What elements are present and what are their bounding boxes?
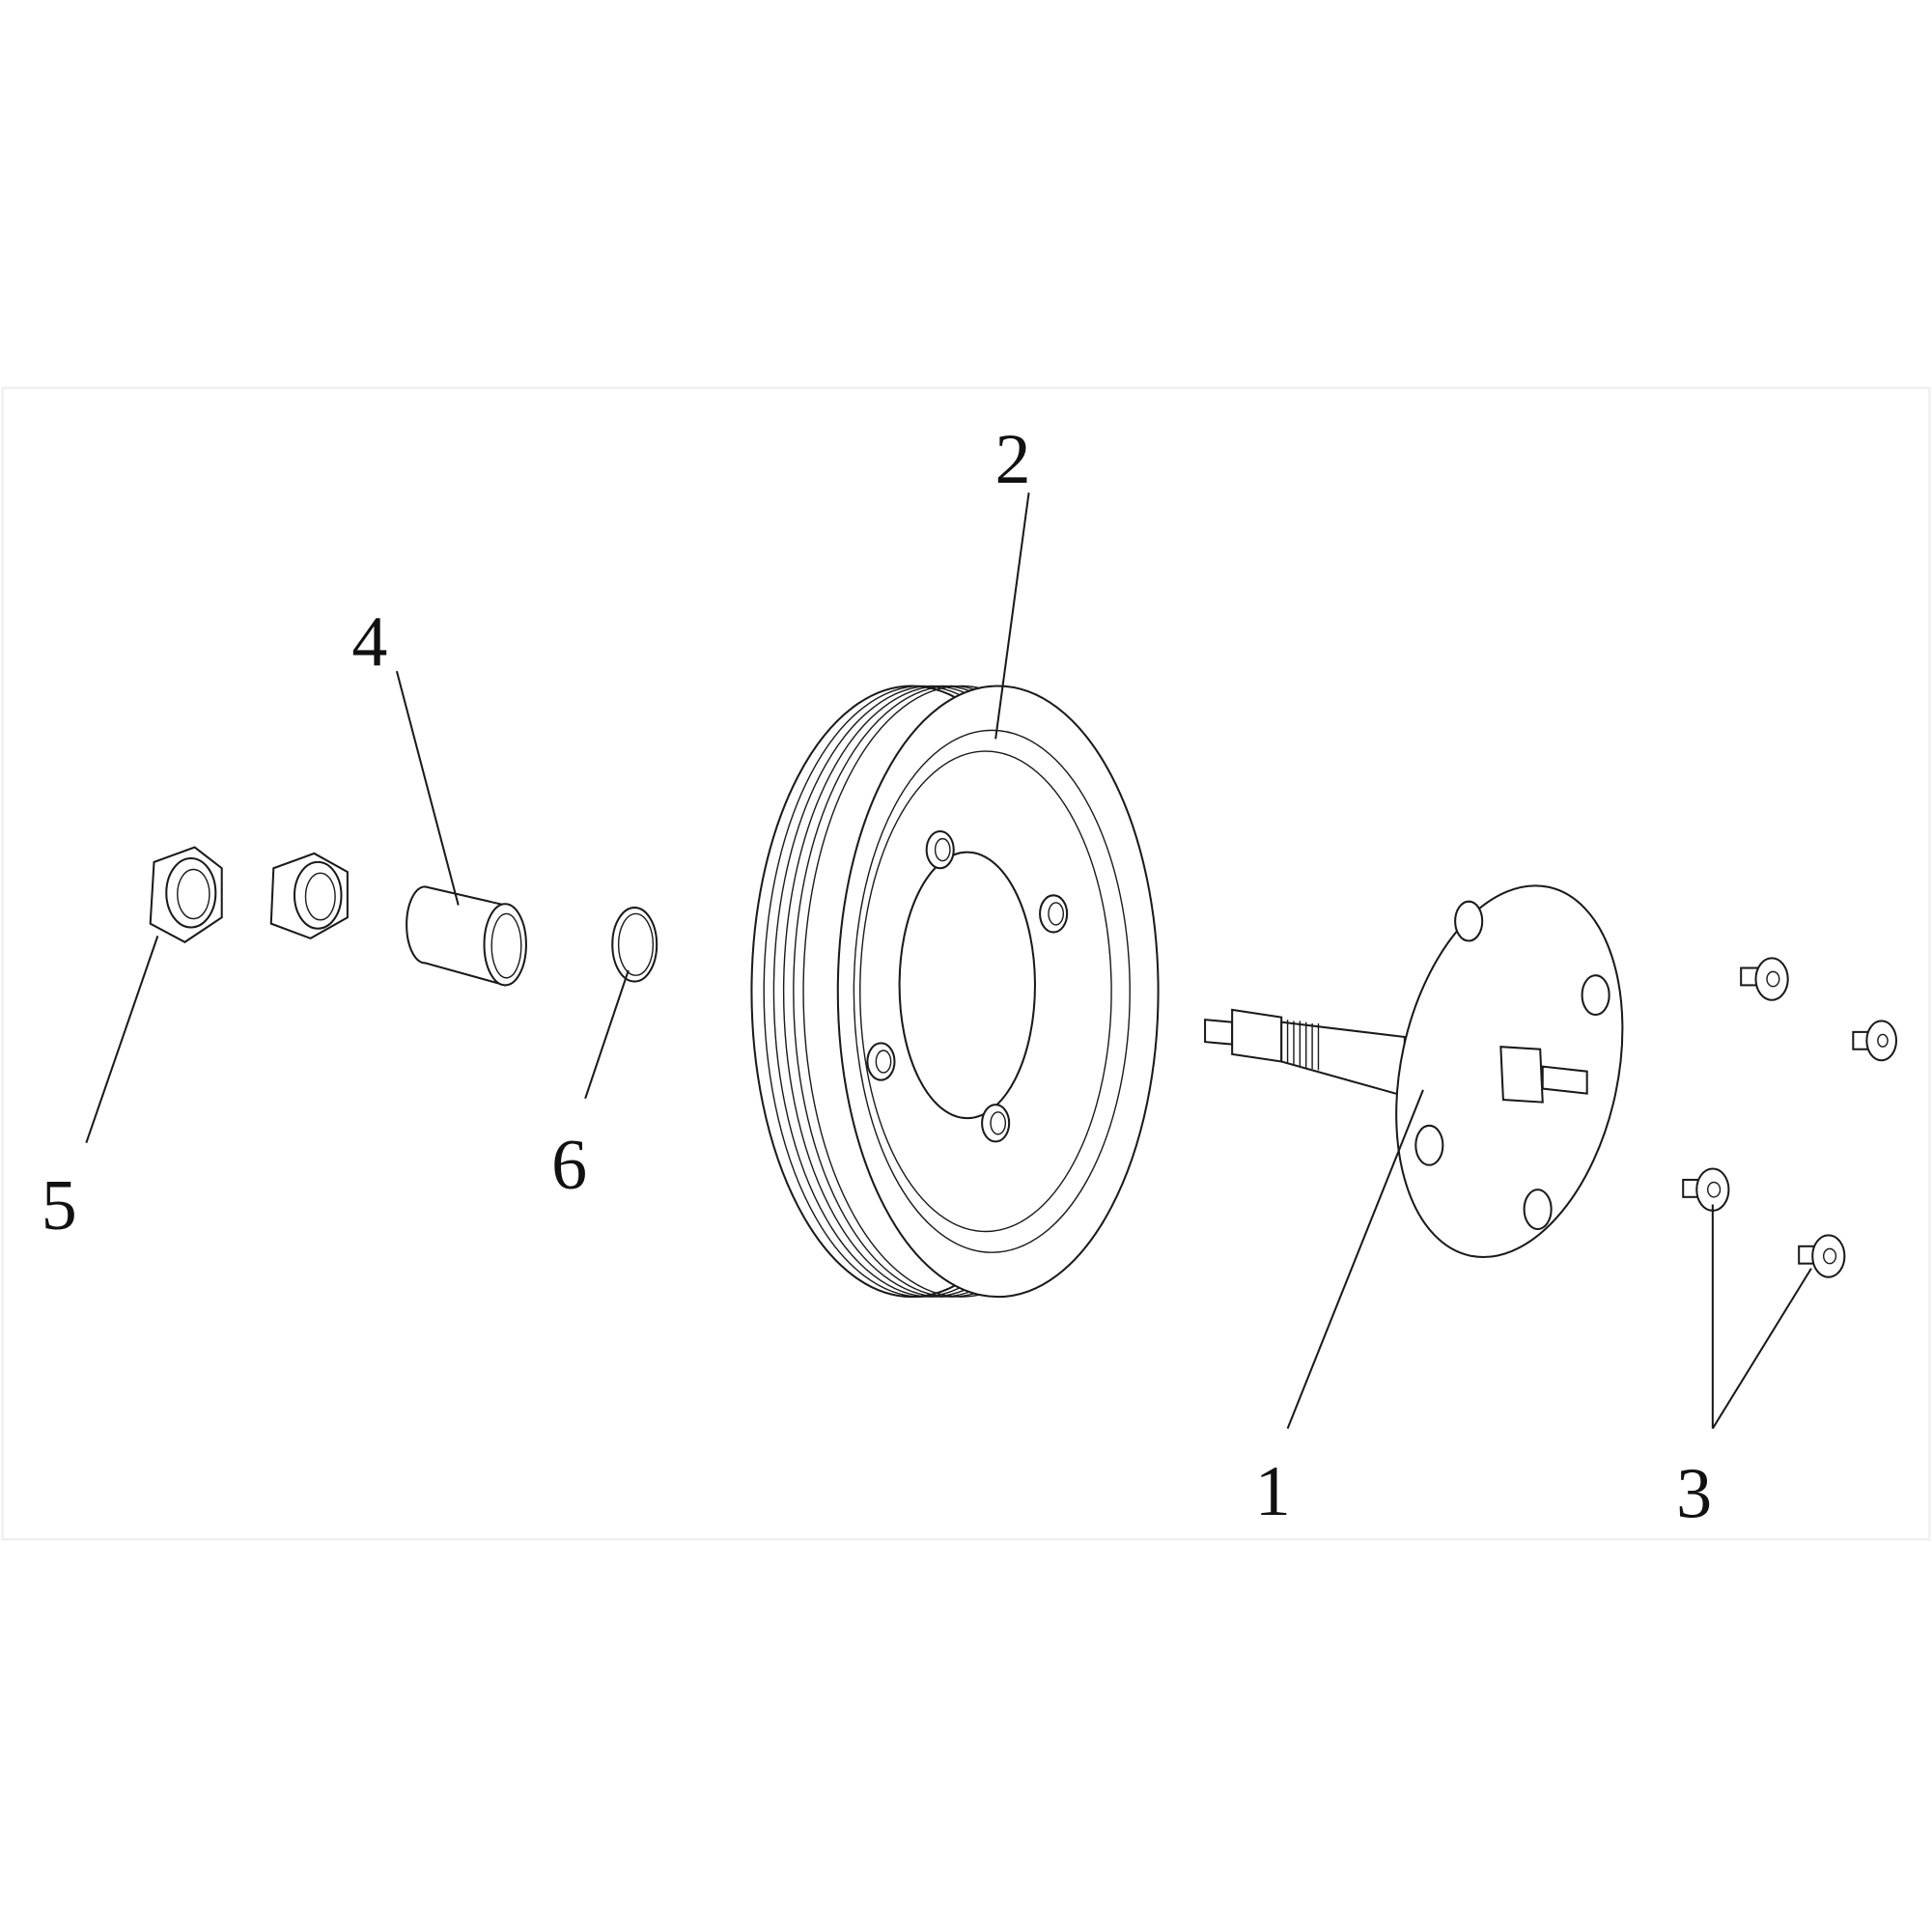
shaft-flange — [1204, 884, 1624, 1259]
snap-ring — [611, 907, 658, 983]
callout-2: 2 — [994, 420, 1030, 499]
nuts — [149, 846, 349, 943]
callout-6: 6 — [551, 1126, 587, 1205]
screw — [1852, 1020, 1898, 1062]
leader-lines — [85, 492, 1812, 1430]
callout-3: 3 — [1676, 1454, 1712, 1533]
screws — [1682, 957, 1898, 1278]
bushing — [406, 885, 527, 987]
screw — [1740, 957, 1789, 1001]
pulley — [750, 685, 1160, 1299]
callout-1: 1 — [1255, 1452, 1291, 1531]
screw — [1682, 1167, 1730, 1212]
drawing-frame — [1, 386, 1931, 1541]
screw — [1798, 1234, 1846, 1278]
callout-5: 5 — [42, 1166, 77, 1245]
pulley-bolt-holes — [866, 829, 1069, 1143]
callout-4: 4 — [351, 602, 387, 682]
